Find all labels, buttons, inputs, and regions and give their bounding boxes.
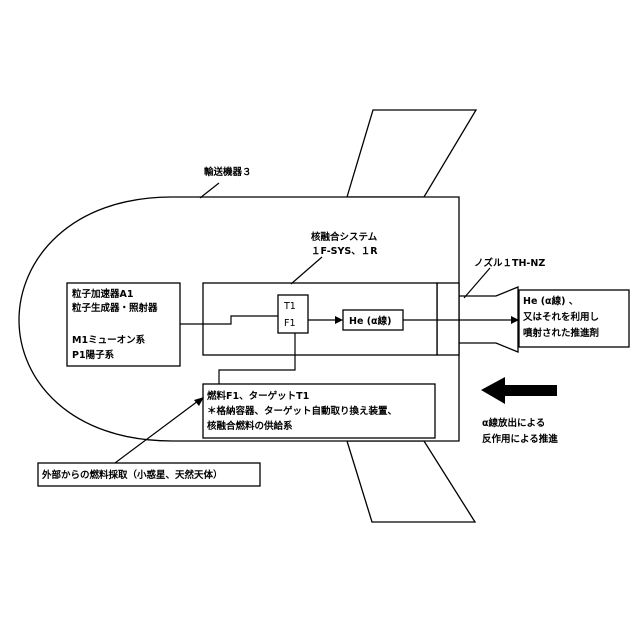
target-label: T1	[283, 301, 296, 312]
accelerator-label-line1: 粒子加速器A1	[72, 288, 133, 300]
helium-output-label-line1: He (α線) 、	[523, 295, 578, 307]
nozzle-leader-line	[464, 268, 490, 298]
lower-wing	[347, 441, 475, 522]
fusion-system-label-line2: １F-SYS、１R	[311, 246, 378, 257]
helium-box-label: He (α線)	[349, 315, 391, 327]
thrust-label-line2: 反作用による推進	[482, 433, 558, 445]
helium-output-label-line2: 又はそれを利用し	[522, 311, 599, 323]
helium-output-label-line3: 噴射された推進剤	[523, 327, 599, 339]
upper-wing	[347, 110, 476, 197]
thrust-arrow	[481, 377, 557, 404]
accelerator-label-line2: 粒子生成器・照射器	[72, 302, 158, 314]
thrust-label-line1: α線放出による	[482, 417, 545, 429]
accelerator-label-line4: P1陽子系	[72, 349, 115, 361]
nozzle-label: ノズル１TH-NZ	[474, 257, 545, 269]
fuel-box-label-line3: 核融合燃料の供給系	[207, 420, 293, 432]
fuel-box-label-line2: ＊格納容器、ターゲット自動取り換え装置、	[207, 405, 397, 417]
accelerator-label-line3: M1ミューオン系	[72, 334, 146, 346]
fuel-box-label-line1: 燃料F1、ターゲットT1	[207, 390, 309, 402]
thruster-block	[437, 283, 459, 355]
transport-label: 輸送機器３	[204, 166, 252, 178]
transport-leader-line	[200, 183, 219, 198]
fuel-label: F1	[284, 318, 296, 329]
fusion-system-label-line1: 核融合システム	[311, 231, 378, 243]
external-fuel-label: 外部からの燃料採取（小惑星、天然天体）	[41, 469, 223, 481]
